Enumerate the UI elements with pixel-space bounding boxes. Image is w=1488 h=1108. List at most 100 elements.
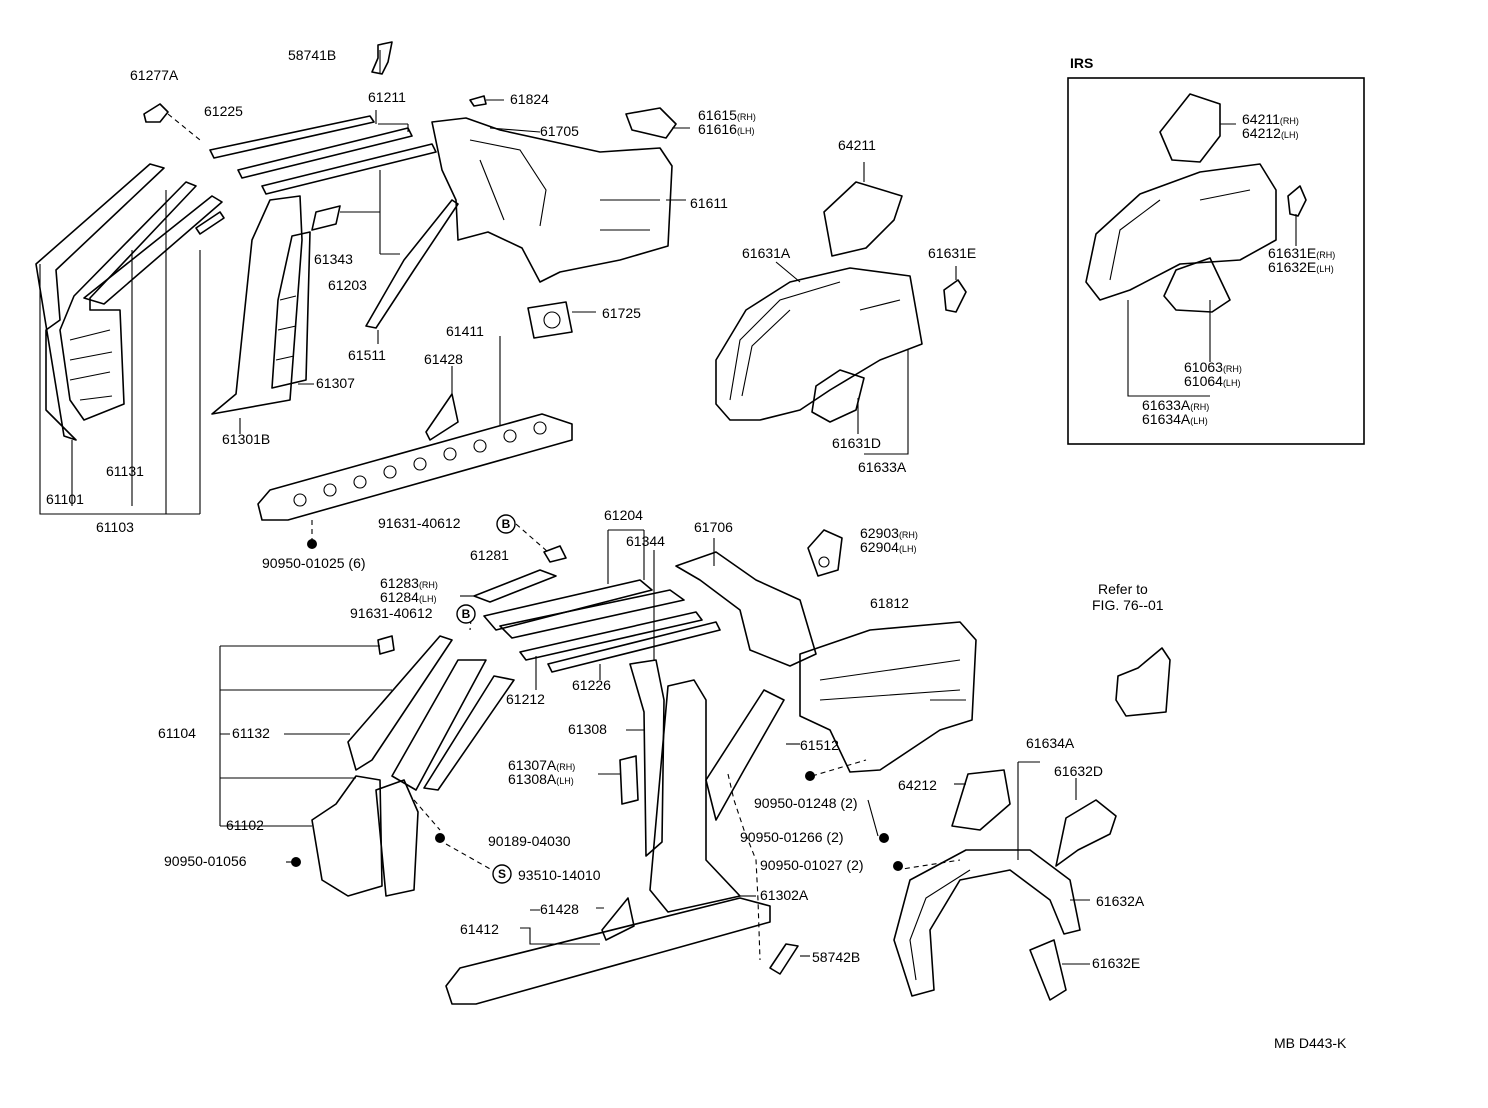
label-91631-40612-top: 91631-40612 [378,515,461,531]
label-61632a: 61632A [1096,893,1145,909]
part-61632d-shape [1055,799,1117,867]
rocker-holes [293,421,547,507]
label-64211: 64211 [838,137,876,153]
circle-s-icon: S [492,864,512,884]
irs-label-61633a: 61633A(RH) [1142,397,1209,413]
svg-text:B: B [462,607,471,621]
label-61101: 61101 [46,491,84,507]
irs-label-61634a: 61634A(LH) [1142,411,1208,427]
label-91631-40612-mid: 91631-40612 [350,605,433,621]
label-61634a: 61634A [1026,735,1075,751]
label-61211: 61211 [368,89,406,105]
label-61281: 61281 [470,547,509,563]
label-62903: 62903(RH) [860,525,918,541]
part-61412-shape [445,897,771,1005]
label-61301b: 61301B [222,431,270,447]
bolt-90189-04030-icon [435,833,445,843]
part-61615-shape [625,107,677,139]
part-61203-shape [261,143,437,195]
label-61428-bottom: 61428 [540,901,579,917]
part-drawings [35,41,1307,1005]
bolt-90950-01027-icon [893,861,903,871]
label-61226: 61226 [572,677,611,693]
label-61344: 61344 [626,533,665,549]
label-90189-04030: 90189-04030 [488,833,571,849]
irs-label-61064: 61064(LH) [1184,373,1240,389]
part-mud-flap-shape [1115,647,1171,717]
irs-label-61632e: 61632E(LH) [1268,259,1334,275]
footer-code: MB D443-K [1274,1035,1347,1051]
part-61102b-shape [375,779,419,897]
part-61204-shape [483,579,653,631]
label-61204: 61204 [604,507,643,523]
refer-line-1: Refer to [1098,581,1148,597]
part-61212-shape [519,611,703,661]
part-61631a-shape [715,267,923,421]
part-labels: 58741B 61277A 61225 61211 61824 61615(RH… [46,47,1347,1051]
label-61812: 61812 [870,595,909,611]
circle-b-top-icon: B [496,514,516,534]
label-90950-01027: 90950-01027 (2) [760,857,864,873]
part-61812-shape [799,621,977,773]
label-61203: 61203 [328,277,367,293]
label-61307: 61307 [316,375,355,391]
part-61277a-shape [143,103,169,123]
label-61343: 61343 [314,251,353,267]
bolt-90950-01248-icon [805,771,815,781]
part-61344-shape [499,589,685,639]
label-61131: 61131 [106,463,144,479]
part-61104-shape [347,635,453,771]
part-61307-shape [271,231,311,389]
part-61283-shape [473,569,557,603]
part-61103-shape [83,195,223,305]
part-61511-shape [365,199,459,329]
part-61428-top-shape [425,393,459,441]
label-61132: 61132 [232,725,270,741]
part-61103b-shape [195,211,225,235]
irs-label-61631e: 61631E(RH) [1268,245,1335,261]
label-58742b: 58742B [812,949,860,965]
part-61631d-shape [811,369,865,423]
part-61281-shape [543,545,567,563]
part-61611-shape [431,117,673,283]
irs-label-61063: 61063(RH) [1184,359,1242,375]
part-61631e-shape [943,279,967,313]
part-61428-bottom-shape [601,897,635,941]
refer-line-2: FIG. 76--01 [1092,597,1164,613]
label-61283: 61283(RH) [380,575,438,591]
part-61411-shape [257,413,573,521]
label-90950-01025: 90950-01025 (6) [262,555,366,571]
part-61824-shape [469,95,487,107]
label-58741b: 58741B [288,47,336,63]
irs-part-61633a-shape [1085,163,1277,301]
label-62904: 62904(LH) [860,539,916,555]
irs-title: IRS [1070,55,1093,71]
part-61301b-shape [211,195,303,415]
part-64211-shape [823,181,903,257]
label-61277a: 61277A [130,67,179,83]
label-61104: 61104 [158,725,196,741]
irs-part-64211-shape [1159,93,1221,163]
label-61824: 61824 [510,91,549,107]
part-61307a-shape [619,755,639,805]
label-61411: 61411 [446,323,484,339]
irs-part-61631e-shape [1287,185,1307,217]
label-90950-01266: 90950-01266 (2) [740,829,844,845]
label-61412: 61412 [460,921,499,937]
part-64212-shape [951,769,1011,831]
part-61632e-shape [1029,939,1067,1001]
part-61132-shape [391,659,487,791]
label-61511: 61511 [348,347,386,363]
label-61632e: 61632E [1092,955,1140,971]
label-61102: 61102 [226,817,264,833]
label-61615: 61615(RH) [698,107,756,123]
bolt-90950-01266-icon [879,833,889,843]
part-61725-shape [527,301,573,339]
label-61308a: 61308A(LH) [508,771,574,787]
label-93510-14010: 93510-14010 [518,867,601,883]
label-61705: 61705 [540,123,579,139]
circled-letters: B B S [456,514,516,884]
label-61212: 61212 [506,691,545,707]
part-58741b-shape [371,41,393,75]
